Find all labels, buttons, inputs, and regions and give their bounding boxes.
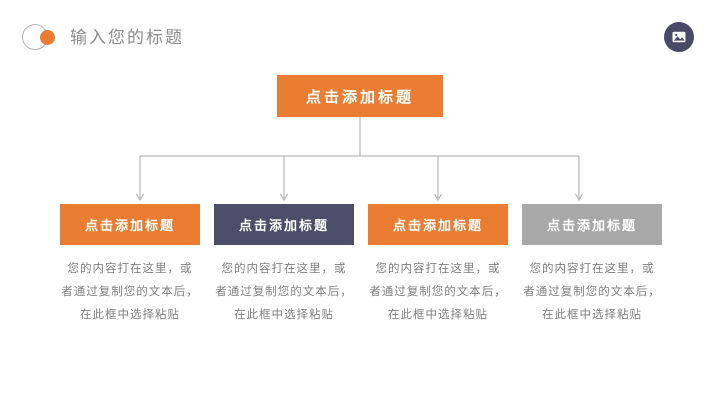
arrowhead-icon bbox=[280, 193, 288, 201]
body-line: 在此框中选择粘贴 bbox=[80, 309, 180, 321]
root-title-box[interactable]: 点击添加标题 bbox=[277, 75, 443, 117]
diagram-column-1: 点击添加标题 您的内容打在这里，或 者通过复制您的文本后， 在此框中选择粘贴 bbox=[60, 204, 200, 327]
diagram-column-4: 点击添加标题 您的内容打在这里，或 者通过复制您的文本后， 在此框中选择粘贴 bbox=[522, 204, 662, 327]
body-line: 者通过复制您的文本后， bbox=[369, 286, 507, 298]
body-line: 在此框中选择粘贴 bbox=[542, 309, 642, 321]
body-line: 者通过复制您的文本后， bbox=[523, 286, 661, 298]
image-placeholder-button[interactable] bbox=[664, 22, 694, 52]
arrowhead-icon bbox=[136, 193, 144, 201]
child-title-box-2[interactable]: 点击添加标题 bbox=[214, 204, 354, 245]
logo-orange-dot-icon bbox=[40, 30, 55, 45]
body-text-1[interactable]: 您的内容打在这里，或 者通过复制您的文本后， 在此框中选择粘贴 bbox=[61, 258, 199, 327]
body-text-4[interactable]: 您的内容打在这里，或 者通过复制您的文本后， 在此框中选择粘贴 bbox=[523, 258, 661, 327]
image-icon bbox=[672, 31, 686, 43]
body-line: 在此框中选择粘贴 bbox=[388, 309, 488, 321]
body-line: 您的内容打在这里，或 bbox=[221, 263, 347, 275]
body-line: 者通过复制您的文本后， bbox=[215, 286, 353, 298]
body-line: 您的内容打在这里，或 bbox=[67, 263, 193, 275]
child-title-box-1[interactable]: 点击添加标题 bbox=[60, 204, 200, 245]
diagram-column-3: 点击添加标题 您的内容打在这里，或 者通过复制您的文本后， 在此框中选择粘贴 bbox=[368, 204, 508, 327]
slide-title[interactable]: 输入您的标题 bbox=[70, 28, 184, 47]
diagram-column-2: 点击添加标题 您的内容打在这里，或 者通过复制您的文本后， 在此框中选择粘贴 bbox=[214, 204, 354, 327]
brand-logo bbox=[22, 24, 55, 50]
body-text-3[interactable]: 您的内容打在这里，或 者通过复制您的文本后， 在此框中选择粘贴 bbox=[369, 258, 507, 327]
children-row: 点击添加标题 您的内容打在这里，或 者通过复制您的文本后， 在此框中选择粘贴 点… bbox=[60, 204, 662, 327]
child-title-box-3[interactable]: 点击添加标题 bbox=[368, 204, 508, 245]
child-title-box-4[interactable]: 点击添加标题 bbox=[522, 204, 662, 245]
body-line: 您的内容打在这里，或 bbox=[375, 263, 501, 275]
body-line: 您的内容打在这里，或 bbox=[529, 263, 655, 275]
arrowhead-icon bbox=[575, 193, 583, 201]
body-line: 者通过复制您的文本后， bbox=[61, 286, 199, 298]
arrowhead-icon bbox=[434, 193, 442, 201]
body-line: 在此框中选择粘贴 bbox=[234, 309, 334, 321]
body-text-2[interactable]: 您的内容打在这里，或 者通过复制您的文本后， 在此框中选择粘贴 bbox=[215, 258, 353, 327]
